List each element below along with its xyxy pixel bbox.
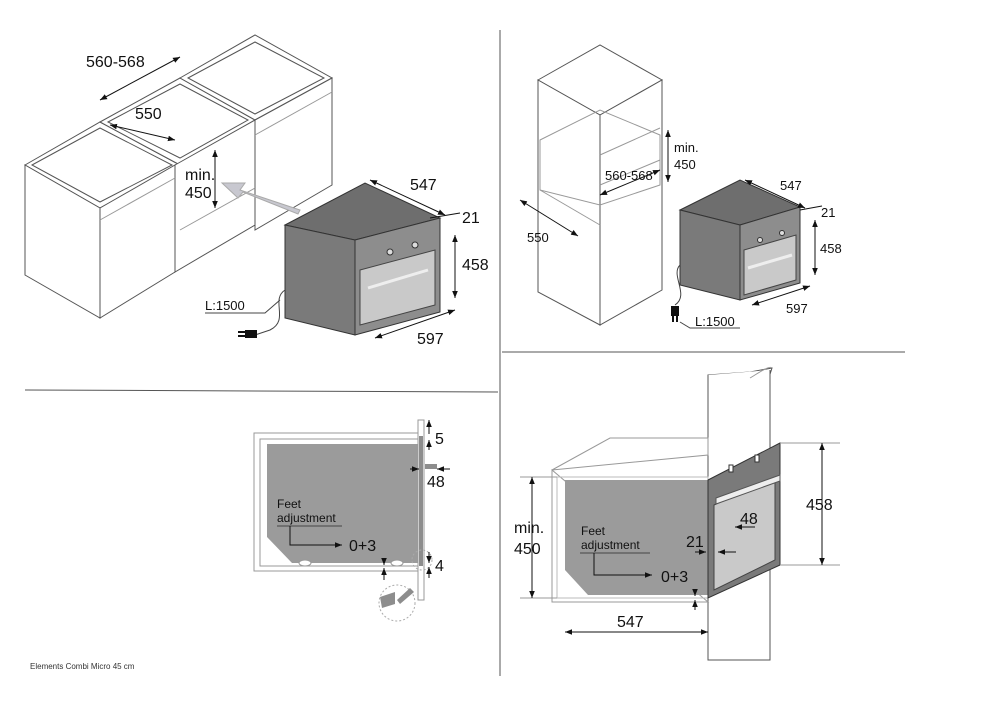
plug-icon: [671, 306, 679, 322]
dim-oven-width: 597: [417, 331, 444, 348]
dim-bottom-gap: 4: [435, 558, 444, 575]
feet-value: 0+3: [661, 569, 688, 586]
dim-min-value: 450: [185, 185, 212, 202]
dim-width-range: 560-568: [86, 54, 145, 71]
dim-front-depth: 48: [427, 474, 445, 491]
feet-label-line1: Feet: [277, 497, 302, 511]
dim-front-offset: 21: [462, 210, 480, 227]
dim-oven-height: 458: [806, 497, 833, 514]
feet-value: 0+3: [349, 538, 376, 555]
dim-width-range: 560-568: [605, 168, 653, 183]
feet-label-line2: adjustment: [581, 538, 640, 552]
cable-length: L:1500: [695, 314, 735, 329]
dim-min-value: 450: [514, 541, 541, 558]
dim-oven-depth: 547: [410, 177, 437, 194]
panel-tall-cabinet: min. 450 560-568 550 547 21 458 597 L:15…: [519, 44, 842, 329]
dim-oven-height: 458: [820, 241, 842, 256]
dim-front-offset: 21: [686, 534, 704, 551]
divider-left-horizontal: [24, 389, 499, 393]
panel-perspective-section: min. 450 Feet adjustment 0+3 21 48 458 5…: [514, 366, 840, 661]
cable-length: L:1500: [205, 298, 245, 313]
dim-oven-height: 458: [462, 257, 489, 274]
panel-column-install: 560-568 550 min. 450 547 21 458 597 L:15…: [23, 34, 489, 348]
feet-label-line1: Feet: [581, 524, 606, 538]
dim-depth: 550: [135, 106, 162, 123]
dim-top-gap: 5: [435, 431, 444, 448]
feet-label-line2: adjustment: [277, 511, 336, 525]
insert-arrow: [220, 182, 301, 215]
dim-oven-width: 597: [786, 301, 808, 316]
dim-min-label: min.: [185, 167, 215, 184]
dim-front-offset: 21: [821, 205, 835, 220]
panel-side-section: 5 48 4 Feet adjustment 0+3: [253, 419, 450, 622]
dim-oven-depth: 547: [780, 178, 802, 193]
product-name: Elements Combi Micro 45 cm: [30, 662, 135, 671]
dim-oven-depth: 547: [617, 614, 644, 631]
dim-min-label: min.: [514, 520, 544, 537]
dim-min-value: 450: [674, 157, 696, 172]
dim-min-label: min.: [674, 140, 699, 155]
dim-depth: 550: [527, 230, 549, 245]
plug-icon: [238, 330, 257, 338]
dim-front-depth: 48: [740, 511, 758, 528]
